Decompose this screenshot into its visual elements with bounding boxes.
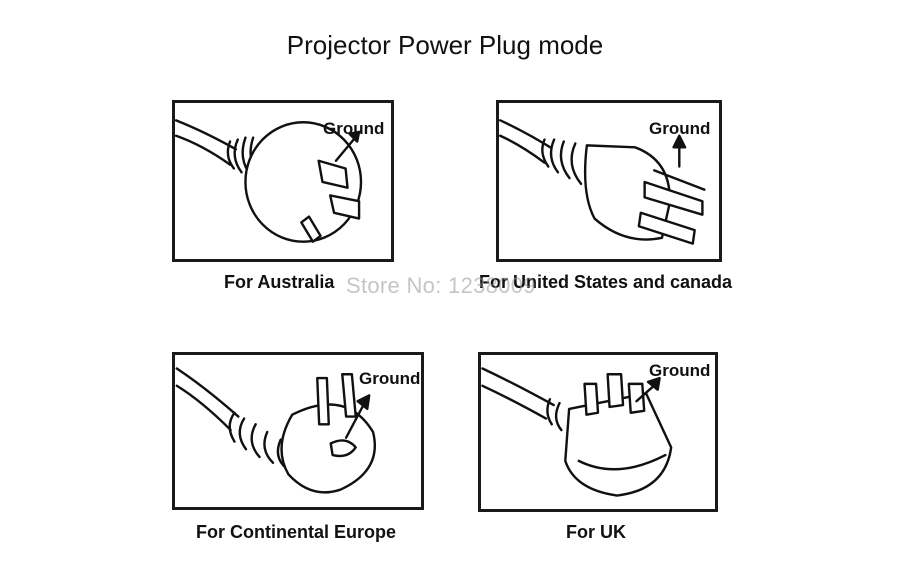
caption-uk: For UK [566, 522, 626, 542]
ground-label: Ground [323, 119, 385, 138]
uk-plug-drawing [481, 367, 673, 497]
panel-australia: Ground [172, 100, 394, 262]
europe-plug-drawing [175, 367, 376, 494]
australia-plug-drawing [175, 119, 363, 243]
page-title: Projector Power Plug mode [286, 30, 604, 60]
store-watermark: Store No: 1238009 [346, 273, 536, 298]
caption-continental-europe: For Continental Europe [196, 522, 396, 542]
ground-label: Ground [649, 119, 711, 138]
panel-united-states: Ground [496, 100, 722, 262]
panel-continental-europe: Ground [172, 352, 424, 510]
ground-label: Ground [359, 369, 421, 388]
panel-uk: Ground [478, 352, 718, 512]
ground-label: Ground [649, 361, 711, 380]
caption-australia: For Australia [224, 272, 335, 292]
caption-united-states: For United States and canada [479, 272, 733, 292]
us-plug-drawing [499, 119, 706, 245]
